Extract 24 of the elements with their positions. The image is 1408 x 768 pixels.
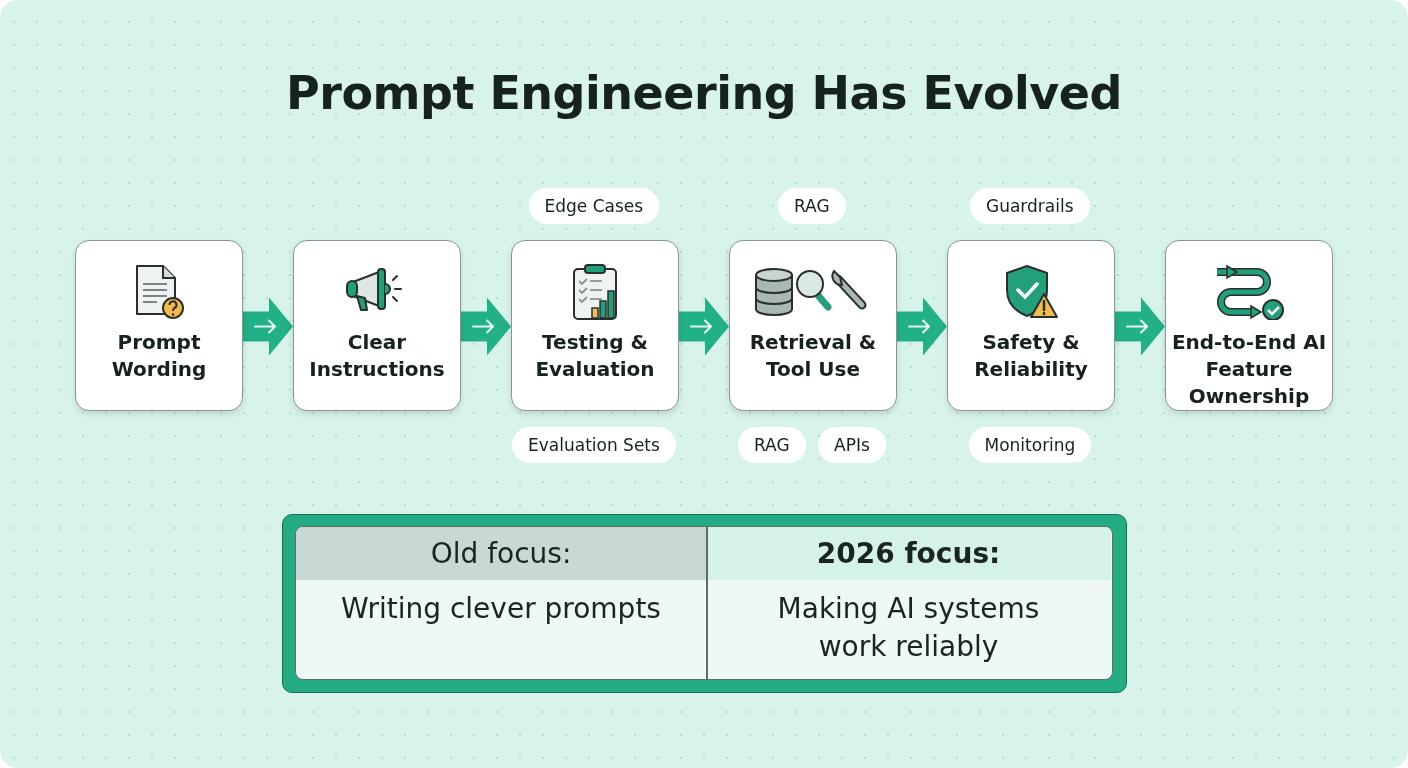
- step-title: End-to-End AI Feature Ownership: [1170, 329, 1328, 410]
- table-cell-text: Writing clever prompts: [340, 591, 662, 627]
- tag-pill: Monitoring: [968, 427, 1092, 463]
- tag-pill: Edge Cases: [528, 188, 660, 224]
- step-title: Testing & Evaluation: [534, 329, 656, 383]
- column-header: Old focus:: [296, 527, 706, 580]
- step-title: Clear Instructions: [308, 329, 446, 383]
- step-title: Prompt Wording: [110, 329, 208, 383]
- column-header: 2026 focus:: [706, 527, 1111, 580]
- step-title: Safety & Reliability: [973, 329, 1089, 383]
- tag-pill: RAG: [778, 188, 846, 224]
- step-title: Retrieval & Tool Use: [748, 329, 878, 383]
- title: Prompt Engineering Has Evolved: [285, 66, 1123, 120]
- tag-pill: Guardrails: [970, 188, 1090, 224]
- step-card: [75, 240, 243, 411]
- step-card: [511, 240, 679, 411]
- tag-pill: Evaluation Sets: [512, 427, 676, 463]
- tag-pill: APIs: [818, 427, 886, 463]
- tag-pill: RAG: [738, 427, 806, 463]
- step-card: [729, 240, 897, 411]
- step-card: [293, 240, 461, 411]
- step-card: [947, 240, 1115, 411]
- step-card: [1165, 240, 1333, 411]
- table-cell-text: Making AI systems work reliably: [776, 591, 1041, 665]
